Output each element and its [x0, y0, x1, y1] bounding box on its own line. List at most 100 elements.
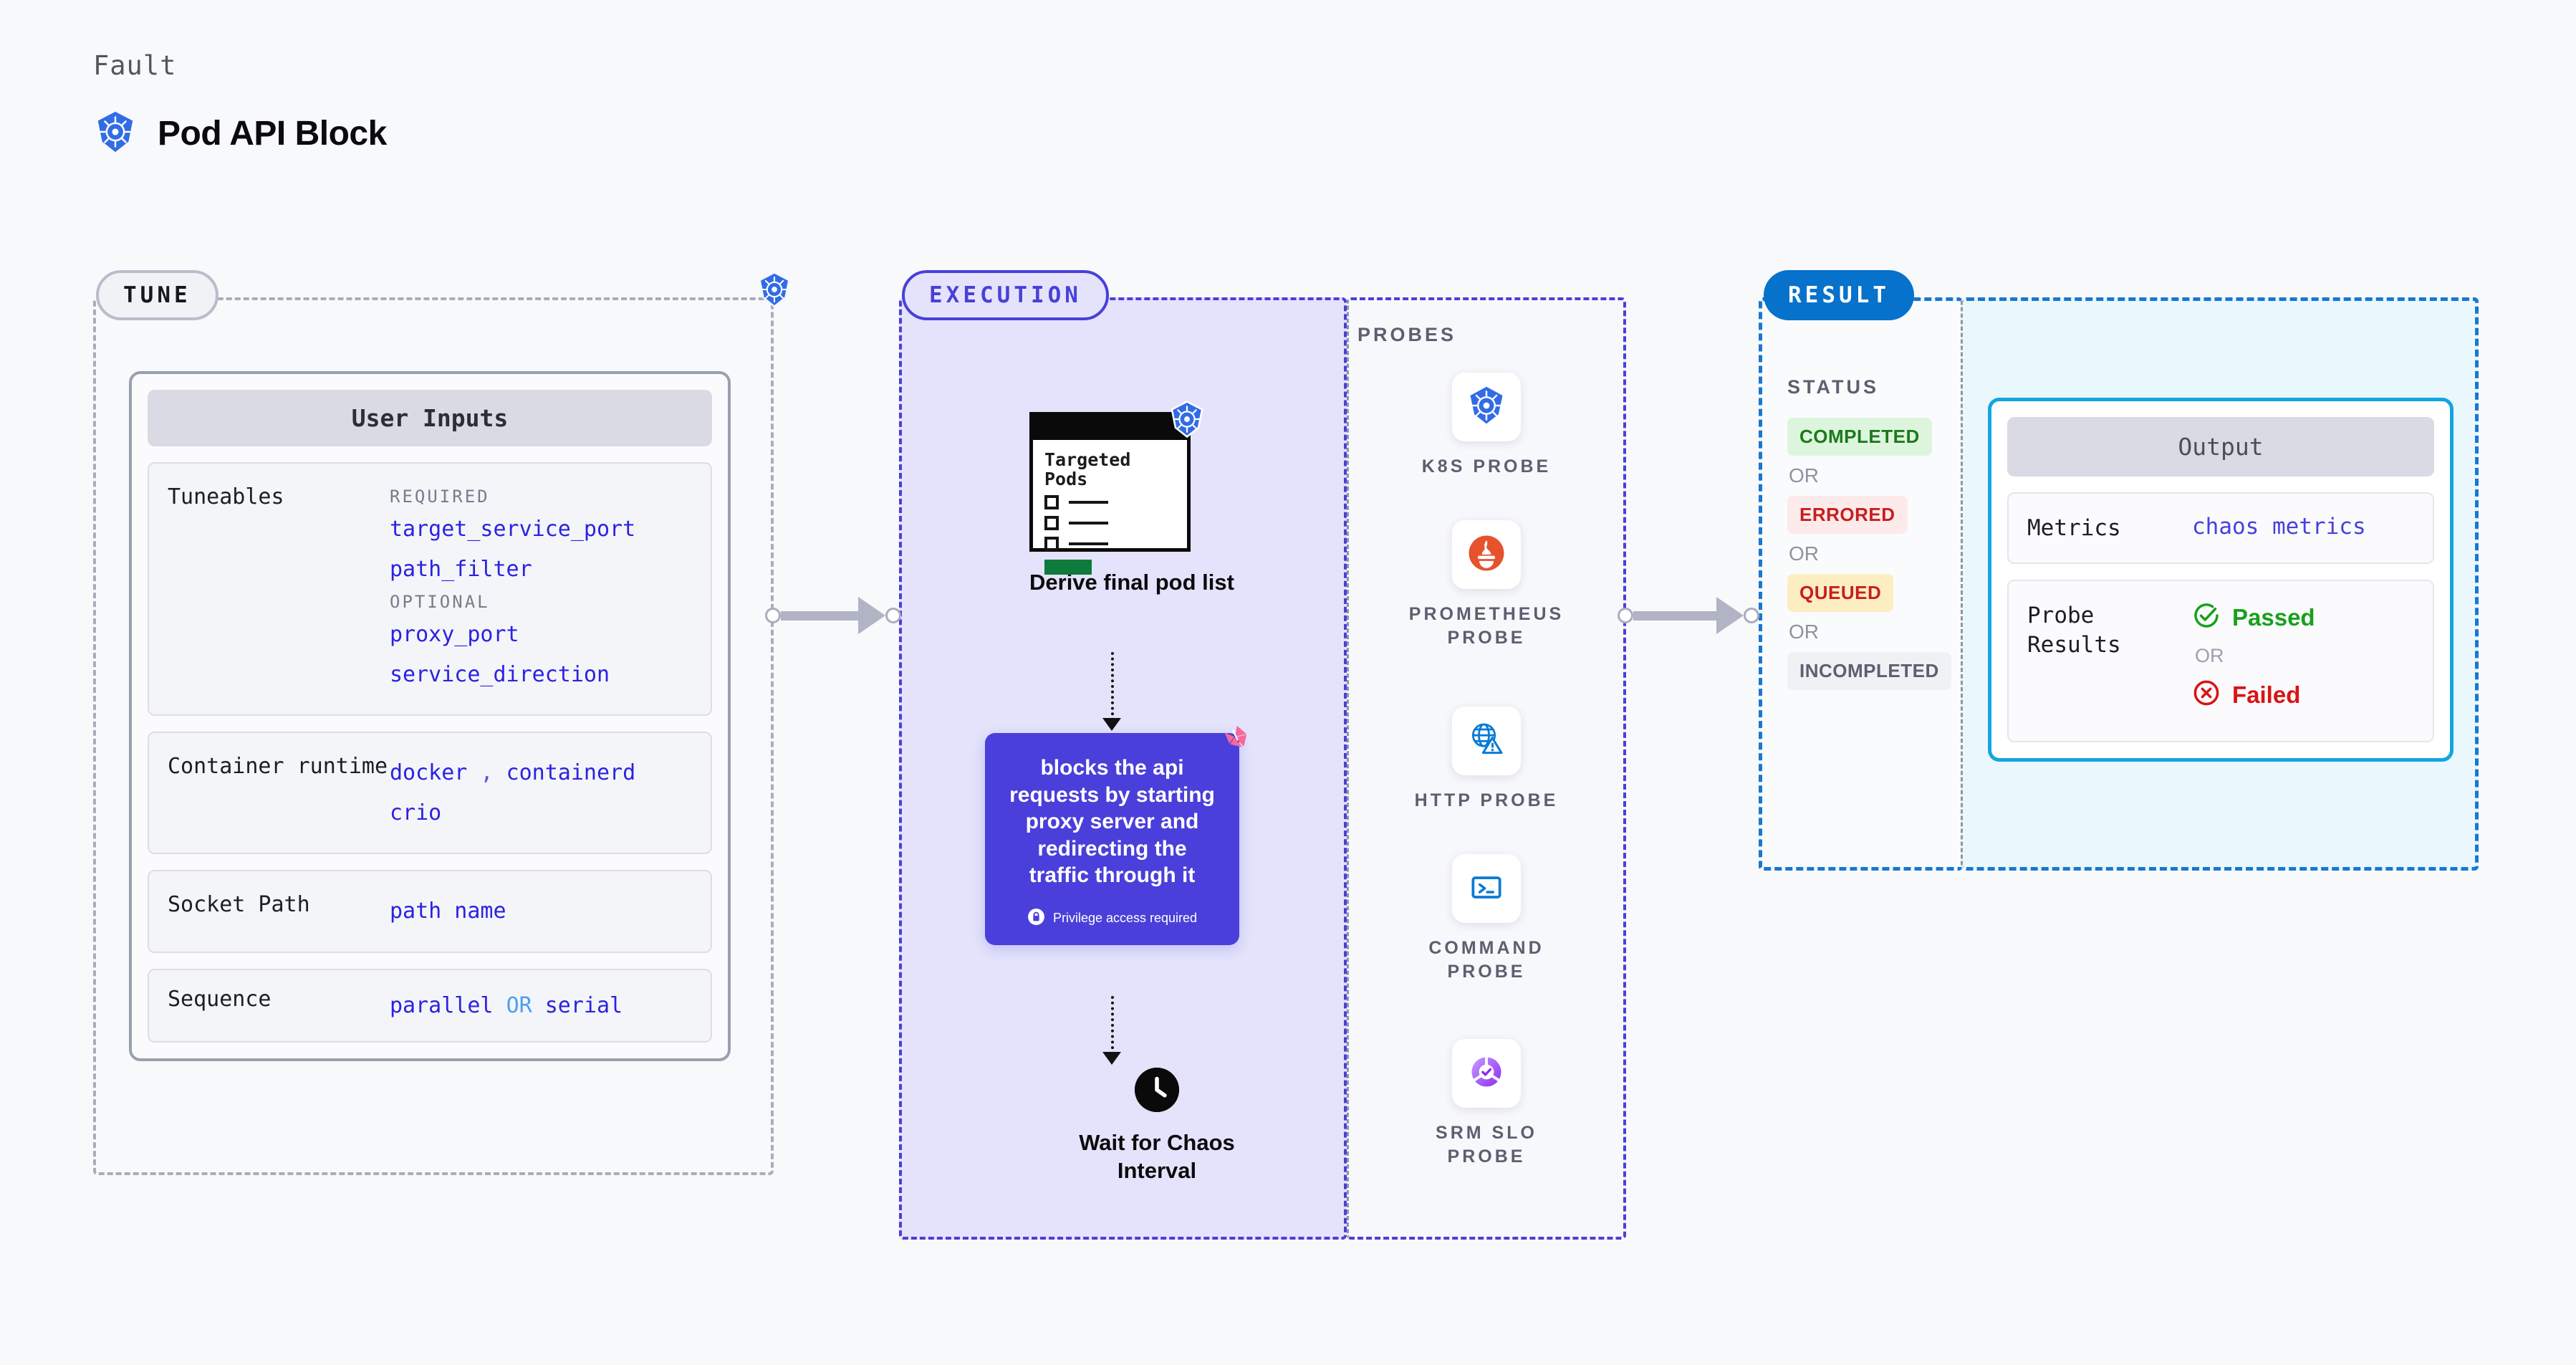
kubernetes-icon — [1168, 400, 1206, 442]
probe-label: PROMETHEUS PROBE — [1408, 604, 1565, 648]
connector-tune-to-execution — [765, 597, 908, 634]
result-stage-badge[interactable]: RESULT — [1764, 270, 1914, 320]
connector-end-dot — [885, 608, 901, 623]
checkbox-icon — [1044, 537, 1059, 551]
sequence-row: Sequence parallel OR serial — [148, 968, 712, 1043]
runtime-docker[interactable]: docker — [390, 760, 468, 785]
runtime-containerd[interactable]: containerd — [506, 760, 636, 785]
runtime-crio[interactable]: crio — [390, 800, 442, 825]
chaos-action-description: blocks the api requests by starting prox… — [1009, 756, 1215, 887]
tuneables-row: Tuneables REQUIRED target_service_port p… — [148, 462, 712, 716]
probe-label: HTTP PROBE — [1414, 790, 1559, 810]
prometheus-icon — [1466, 532, 1507, 578]
runtime-separator: , — [480, 760, 494, 785]
title-row: Pod API Block — [93, 110, 387, 158]
pods-list-item — [1044, 537, 1176, 551]
chaos-action-card: blocks the api requests by starting prox… — [985, 725, 1247, 945]
lock-icon — [1027, 908, 1045, 929]
status-or: OR — [1789, 621, 1819, 643]
wait-for-chaos-interval-node: Wait for Chaos Interval — [1075, 1068, 1239, 1185]
checkbox-icon — [1044, 516, 1059, 530]
connector-arrowhead — [858, 597, 885, 634]
pods-placeholder-line — [1069, 501, 1108, 504]
socket-path-row: Socket Path path name — [148, 870, 712, 953]
probe-prometheus[interactable]: PROMETHEUS PROBE — [1397, 520, 1576, 649]
connector-start-dot — [765, 608, 781, 623]
probe-tile — [1452, 373, 1521, 441]
probe-label: SRM SLO PROBE — [1436, 1123, 1537, 1167]
tune-stage-boundary — [93, 297, 774, 1175]
verdict-failed: Failed — [2192, 679, 2315, 711]
container-runtime-row: Container runtime docker , containerd cr… — [148, 732, 712, 854]
wait-node-caption: Wait for Chaos Interval — [1079, 1130, 1235, 1183]
passed-label: Passed — [2232, 603, 2315, 631]
flow-arrowhead — [1102, 1052, 1121, 1065]
connector-arrowhead — [1716, 597, 1744, 634]
verdict-passed: Passed — [2192, 601, 2315, 633]
privilege-note: Privilege access required — [1005, 908, 1219, 929]
probe-label: COMMAND PROBE — [1428, 938, 1544, 982]
container-runtime-label: Container runtime — [168, 754, 388, 779]
kubernetes-icon — [93, 110, 138, 158]
pods-list-item — [1044, 516, 1176, 530]
probe-srm-slo[interactable]: SRM SLO PROBE — [1397, 1039, 1576, 1168]
user-inputs-title: User Inputs — [148, 390, 712, 446]
sequence-or: OR — [506, 992, 532, 1018]
checkbox-icon — [1044, 495, 1059, 509]
check-circle-icon — [2192, 601, 2221, 633]
connector-execution-to-result — [1618, 597, 1768, 634]
probe-command[interactable]: COMMAND PROBE — [1397, 854, 1576, 983]
status-title: STATUS — [1787, 376, 1879, 398]
page-header: Fault Pod API Block — [93, 50, 387, 158]
metrics-value[interactable]: chaos metrics — [2192, 514, 2366, 540]
targeted-pods-node: Targeted Pods — [1029, 401, 1234, 597]
status-or: OR — [1789, 542, 1819, 565]
probe-results-or: OR — [2195, 645, 2224, 667]
optional-caption: OPTIONAL — [390, 592, 490, 612]
tune-stage-badge[interactable]: TUNE — [96, 270, 218, 320]
probe-label: K8S PROBE — [1421, 456, 1552, 476]
probe-tile — [1452, 520, 1521, 589]
user-inputs-card: User Inputs Tuneables REQUIRED target_se… — [129, 371, 731, 1061]
socket-path-value[interactable]: path name — [390, 899, 506, 924]
status-list: COMPLETED OR ERRORED OR QUEUED OR INCOMP… — [1787, 418, 1951, 690]
clock-icon — [1135, 1068, 1179, 1112]
execution-stage-badge[interactable]: EXECUTION — [902, 270, 1109, 320]
probe-http[interactable]: HTTP PROBE — [1397, 707, 1576, 813]
status-badge-completed: COMPLETED — [1787, 418, 1932, 456]
probe-k8s[interactable]: K8S PROBE — [1397, 373, 1576, 479]
tuneable-service-direction[interactable]: service_direction — [390, 661, 610, 687]
pods-list-item — [1044, 495, 1176, 509]
connector-end-dot — [1744, 608, 1759, 623]
tuneable-target-service-port[interactable]: target_service_port — [390, 517, 636, 542]
sequence-label: Sequence — [168, 986, 271, 1012]
http-globe-warning-icon — [1466, 719, 1506, 763]
connector-start-dot — [1618, 608, 1633, 623]
socket-path-label: Socket Path — [168, 892, 310, 917]
sequence-serial[interactable]: serial — [544, 992, 623, 1018]
required-caption: REQUIRED — [390, 487, 490, 507]
kubernetes-icon — [1465, 384, 1508, 431]
metrics-row: Metrics chaos metrics — [2007, 492, 2434, 565]
harness-icon — [1216, 723, 1249, 760]
tuneable-proxy-port[interactable]: proxy_port — [390, 622, 519, 647]
probes-title: PROBES — [1357, 324, 1457, 345]
output-title: Output — [2007, 417, 2434, 476]
fault-eyebrow: Fault — [93, 50, 177, 81]
metrics-label: Metrics — [2027, 515, 2121, 541]
failed-label: Failed — [2232, 681, 2301, 708]
kubernetes-icon — [756, 271, 793, 312]
pods-progress-bar — [1044, 560, 1092, 575]
status-badge-errored: ERRORED — [1787, 496, 1908, 534]
flow-arrowhead — [1102, 718, 1121, 731]
sequence-parallel[interactable]: parallel — [390, 992, 494, 1018]
status-badge-incompleted: INCOMPLETED — [1787, 652, 1951, 690]
terminal-icon — [1466, 867, 1506, 911]
srm-slo-icon — [1466, 1051, 1507, 1096]
pods-placeholder-line — [1069, 522, 1108, 525]
tuneable-path-filter[interactable]: path_filter — [390, 556, 532, 582]
sequence-values: parallel OR serial — [390, 986, 692, 1026]
